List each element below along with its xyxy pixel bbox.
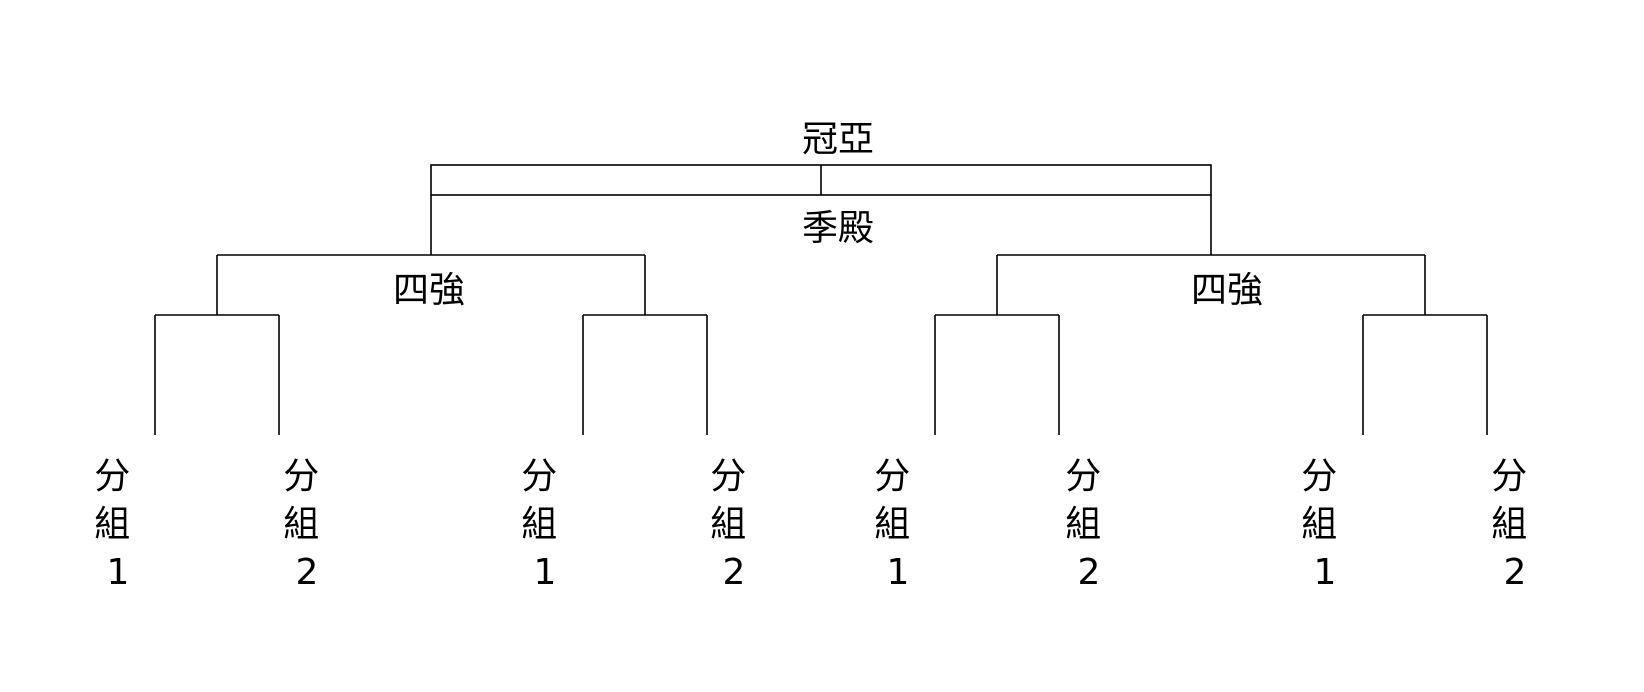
final-connector [430, 164, 1212, 196]
group-label-6-line1: 分 [1065, 456, 1101, 497]
group-pair-connector-3 [934, 314, 1060, 435]
group-label-4-line2: 組 [710, 504, 746, 545]
group-label-2-line1: 分 [283, 456, 319, 497]
group-label-5-line3: 1 [887, 552, 910, 593]
left-semifinal-connector [216, 254, 646, 315]
group-label-8: 分 組 2 [1491, 456, 1538, 593]
group-pair-connector-2 [582, 314, 708, 435]
group-label-7-line1: 分 [1301, 456, 1337, 497]
group-label-1-line1: 分 [94, 456, 130, 497]
group-label-7: 分 組 1 [1301, 456, 1348, 593]
group-label-3: 分 組 1 [521, 456, 568, 593]
group-label-5-line1: 分 [874, 456, 910, 497]
group-label-3-line1: 分 [521, 456, 557, 497]
group-label-3-line3: 1 [534, 552, 557, 593]
group-pair-connector-1 [154, 314, 280, 435]
group-label-6-line3: 2 [1078, 552, 1101, 593]
group-label-7-line3: 1 [1314, 552, 1337, 593]
group-label-2-line2: 組 [283, 504, 319, 545]
group-label-2-line3: 2 [296, 552, 319, 593]
group-label-2: 分 組 2 [283, 456, 330, 593]
group-label-6: 分 組 2 [1065, 456, 1112, 593]
final-label: 冠亞 [802, 119, 874, 160]
group-label-8-line1: 分 [1491, 456, 1527, 497]
group-label-8-line3: 2 [1504, 552, 1527, 593]
group-label-4-line1: 分 [710, 456, 746, 497]
group-label-8-line2: 組 [1491, 504, 1527, 545]
group-label-4: 分 組 2 [710, 456, 757, 593]
group-label-3-line2: 組 [521, 504, 557, 545]
group-pair-connector-4 [1362, 314, 1488, 435]
group-label-5-line2: 組 [874, 504, 910, 545]
group-label-7-line2: 組 [1301, 504, 1337, 545]
group-label-5: 分 組 1 [874, 456, 921, 593]
semifinal-label-left: 四強 [393, 270, 465, 311]
group-label-1-line3: 1 [107, 552, 130, 593]
group-label-1: 分 組 1 [94, 456, 141, 593]
group-label-6-line2: 組 [1065, 504, 1101, 545]
group-label-1-line2: 組 [94, 504, 130, 545]
third-place-label: 季殿 [802, 208, 874, 249]
semifinal-label-right: 四強 [1191, 270, 1263, 311]
group-label-4-line3: 2 [723, 552, 746, 593]
right-semifinal-connector [996, 254, 1426, 315]
